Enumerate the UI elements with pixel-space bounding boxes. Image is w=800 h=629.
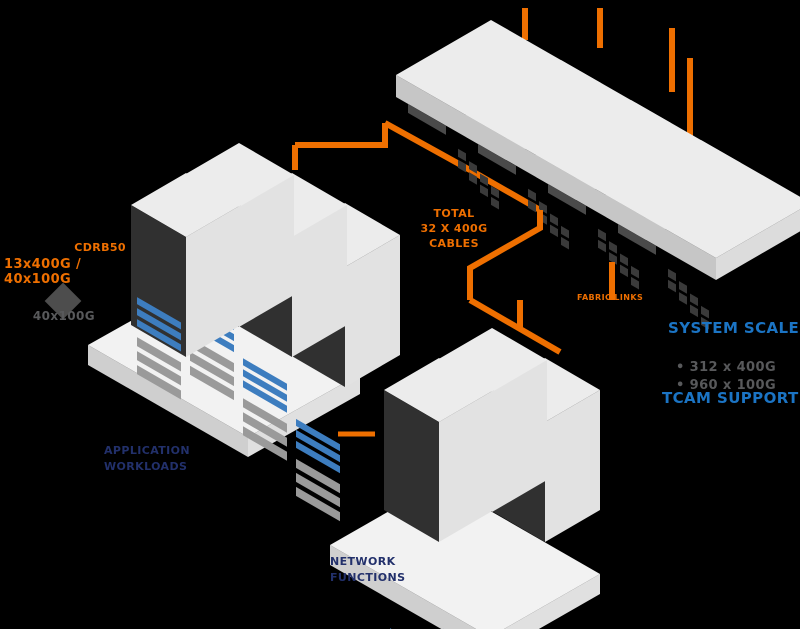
legend-diamond-label: 40x100G xyxy=(32,309,96,323)
system-scale-heading: SYSTEM SCALE xyxy=(668,319,800,337)
total-cables-line2: 32 X 400G xyxy=(420,222,488,235)
fabric-links-cables xyxy=(467,210,615,355)
rack-app-1[interactable] xyxy=(131,173,241,400)
network-platform xyxy=(330,482,600,629)
total-cables-line1: TOTAL xyxy=(433,207,475,220)
network-functions-line2: FUNCTIONS xyxy=(330,571,406,584)
tcam-support-label: TCAM SUPPORT xyxy=(662,389,799,407)
fabric-links-label: FABRIC LINKS xyxy=(577,293,644,302)
network-functions-line1: NETWORK xyxy=(330,555,396,568)
system-scale-bullet-2: • 960 x 100G xyxy=(676,377,777,393)
rack-group-application[interactable] xyxy=(131,143,400,522)
application-workloads-line2: WORKLOADS xyxy=(104,460,188,473)
system-scale-bullet-1: • 312 x 400G xyxy=(676,359,777,375)
fabric-cable-bundle xyxy=(292,8,693,213)
core-label-line2: 13x400G / 40x100G xyxy=(4,257,82,287)
rack-group-network[interactable] xyxy=(384,328,600,629)
total-cables-line3: CABLES xyxy=(429,237,479,250)
application-workloads-line1: APPLICATION xyxy=(104,444,191,457)
core-label-line1: CDRB50 xyxy=(74,241,126,254)
rack-net-1[interactable] xyxy=(384,358,494,629)
